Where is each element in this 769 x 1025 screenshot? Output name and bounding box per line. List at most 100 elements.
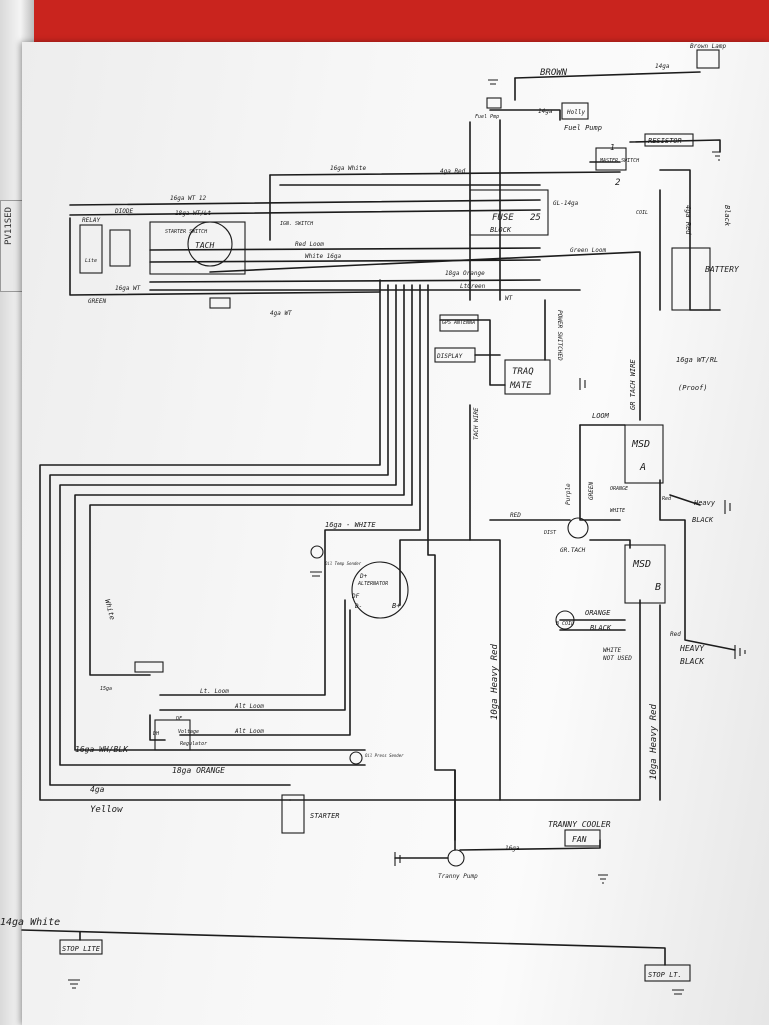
- wire-msd-feed: [209, 251, 641, 421]
- label-regulator: Regulator: [180, 741, 207, 747]
- label-coil: COIL: [636, 210, 648, 216]
- traq-mate-box: [504, 359, 551, 395]
- wire-dash-3: [269, 171, 621, 176]
- label-14ga-white: 14ga White: [0, 917, 60, 928]
- label-green-vert: GREEN: [588, 482, 595, 500]
- label-16ga-white: 16ga White: [330, 165, 367, 172]
- label-gl14: GL-14ga: [553, 200, 579, 207]
- gps-antenna-box: [439, 314, 479, 332]
- wire-heavy-black: [669, 494, 701, 506]
- ground-stop-lt: [672, 989, 684, 995]
- label-fan: FAN: [572, 835, 587, 844]
- wire-msd-b-return: [289, 599, 641, 801]
- resistor-box: [644, 133, 694, 147]
- wiring-diagram: BROWN Brown Lamp 14ga Fuel Pump Holly Fu…: [0, 43, 746, 995]
- label-fuel-pmp: Fuel Pmp: [475, 114, 499, 120]
- dash-cluster-box: [149, 221, 246, 275]
- wire-alt-loom2: [179, 609, 351, 736]
- ground-heavy-black: [734, 645, 746, 659]
- distributor: [567, 517, 589, 539]
- label-14ga: 14ga: [538, 108, 553, 115]
- label-proof: (Proof): [678, 384, 708, 392]
- fuel-pmp-box: [486, 97, 502, 109]
- ground-traq: [579, 378, 586, 390]
- label-brown-lamp: Brown Lamp: [690, 43, 727, 50]
- label-red-small: Red: [662, 496, 672, 502]
- oil-press-sender: [349, 751, 363, 765]
- wire-heavy-red: [399, 539, 501, 801]
- diagram-sheet: BROWN Brown Lamp 14ga Fuel Pump Holly Fu…: [0, 42, 769, 1025]
- label-alt-loom: Alt Loom: [234, 703, 264, 710]
- label-16ga-whblk: 16ga WH/BLK: [75, 745, 129, 754]
- labels: BROWN Brown Lamp 14ga Fuel Pump Holly Fu…: [0, 43, 740, 979]
- ground-fan: [598, 874, 608, 884]
- ground-heavy-black-a: [724, 500, 731, 514]
- label-msd-a-letter: A: [639, 462, 646, 473]
- wire-dash-7: [149, 259, 541, 263]
- label-tach-wire: TACH WIRE: [473, 407, 480, 440]
- label-display: DISPLAY: [436, 353, 463, 360]
- label-4ga: 4ga: [90, 785, 105, 794]
- tranny-pump: [447, 849, 465, 867]
- ground-stop-lite: [68, 979, 80, 989]
- label-fuse-block: BLOCK: [490, 226, 512, 234]
- label-yellow: Yellow: [90, 805, 123, 815]
- label-d-minus: D-: [354, 603, 362, 610]
- relay-box: [79, 224, 103, 274]
- label-white: WHITE: [610, 508, 625, 514]
- ground-oil-temp: [310, 571, 322, 577]
- label-orange: ORANGE: [610, 486, 628, 492]
- label-white-vert: White: [103, 598, 116, 620]
- label-master-switch: MASTER SWITCH: [599, 158, 640, 164]
- label-fuse-num: 25: [530, 213, 541, 223]
- label-not-used: NOT USED: [602, 655, 632, 662]
- label-18ga-orange-top: 18ga Orange: [445, 270, 485, 277]
- label-4ga-red-top: 4ga Red: [440, 168, 466, 175]
- label-lite: Lite: [85, 258, 97, 264]
- label-alternator: ALTERNATOR: [357, 581, 388, 587]
- label-wt-lgt: 18ga WT/Lt: [175, 210, 212, 217]
- label-18ga-orange: 18ga ORANGE: [172, 766, 225, 775]
- label-stop-lt: STOP LT.: [648, 971, 682, 979]
- label-msd-b: MSD: [632, 559, 651, 570]
- label-black: Black: [723, 205, 731, 227]
- wire-dash-loop: [69, 217, 381, 296]
- harness-3: [59, 284, 397, 766]
- wire-heavy-black-a: [659, 479, 736, 651]
- tach-gauge: [187, 221, 233, 267]
- voltage-regulator: [154, 719, 191, 751]
- label-heavy-2a: HEAVY: [679, 644, 705, 653]
- label-df: DF: [351, 593, 360, 600]
- msd-b-box: [624, 544, 666, 604]
- stop-lite-box: [59, 939, 103, 955]
- wire-gr-tach: [589, 539, 631, 549]
- label-white-b: WHITE: [603, 647, 621, 654]
- label-num-1: 1: [610, 143, 615, 152]
- label-dh: DH: [152, 731, 160, 737]
- harness-7: [427, 284, 456, 851]
- label-num-2: 2: [615, 178, 620, 188]
- label-4ga-wt: 4ga WT: [270, 310, 292, 317]
- label-dist: DIST: [543, 530, 557, 536]
- label-tranny-cooler: TRANNY COOLER: [548, 820, 611, 829]
- label-starter: STARTER: [310, 812, 340, 820]
- label-traq: TRAQ: [512, 367, 534, 377]
- label-msd-a: MSD: [631, 439, 650, 450]
- label-gr-tach-wire: GR TACH WIRE: [629, 359, 637, 410]
- label-df2: DF: [175, 716, 183, 722]
- fuel-pump-box: [561, 102, 589, 120]
- label-loom-a: LOOM: [592, 412, 610, 420]
- label-16ga-white-mid: 16ga - WHITE: [325, 521, 376, 529]
- label-starter-switch: STARTER SWITCH: [165, 229, 208, 235]
- label-16ga-wt-dash: 16ga WT: [115, 285, 141, 292]
- wire-dash-2: [69, 209, 541, 216]
- label-brown: BROWN: [540, 68, 568, 78]
- label-15ga: 15ga: [100, 686, 112, 692]
- label-b-plus: B+: [392, 602, 400, 610]
- brown-lamp-box: [696, 49, 720, 69]
- display-box: [434, 347, 476, 363]
- label-heavy-2b: BLACK: [680, 657, 705, 666]
- label-holly: Holly: [566, 109, 585, 116]
- label-d-plus: D+: [359, 573, 368, 580]
- wire-dash-6: [149, 247, 541, 251]
